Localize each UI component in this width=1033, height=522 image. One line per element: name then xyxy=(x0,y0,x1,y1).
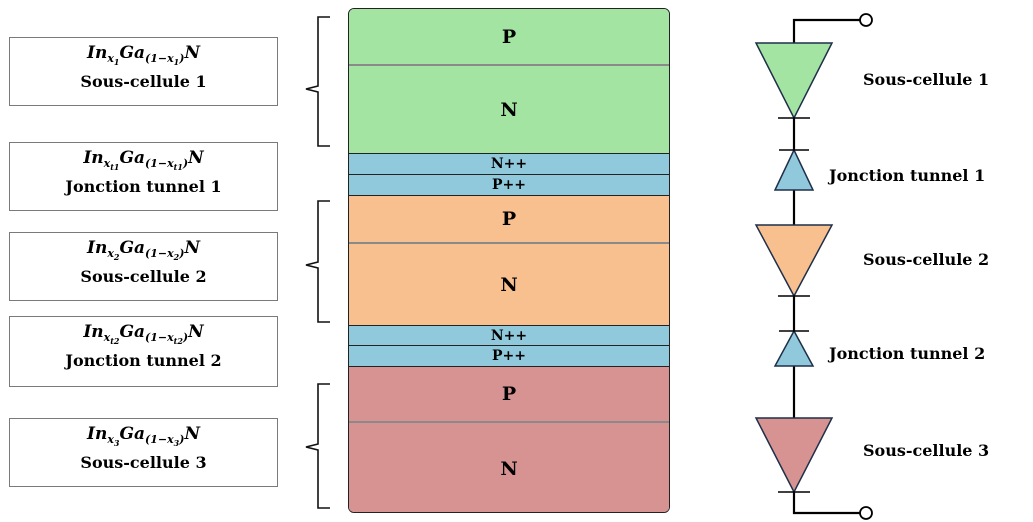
diode-cell3 xyxy=(754,417,834,494)
circuit-label-cell2: Sous-cellule 2 xyxy=(863,250,990,269)
layer-cell2-n: N xyxy=(349,244,669,326)
bracket-cell3 xyxy=(305,383,330,509)
name-cell1: Sous-cellule 1 xyxy=(80,71,207,91)
formula-tunnel2: Inxt2Ga(1−xt2)N xyxy=(83,322,204,347)
layer-stack: P N N++ P++ P N N++ P++ P N xyxy=(348,8,670,513)
label-box-cell2: Inx2Ga(1−x2)N Sous-cellule 2 xyxy=(9,232,278,301)
label-box-tunnel1: Inxt1Ga(1−xt1)N Jonction tunnel 1 xyxy=(9,142,278,211)
bracket-cell1 xyxy=(305,16,330,147)
top-terminal xyxy=(859,13,873,27)
circuit-label-cell3: Sous-cellule 3 xyxy=(863,441,990,460)
bottom-terminal xyxy=(859,506,873,520)
name-cell3: Sous-cellule 3 xyxy=(80,452,207,472)
label-box-cell1: Inx1Ga(1−x1)N Sous-cellule 1 xyxy=(9,37,278,106)
formula-tunnel1: Inxt1Ga(1−xt1)N xyxy=(83,148,204,173)
diode-tunnel1 xyxy=(773,148,815,191)
layer-cell1-p: P xyxy=(349,9,669,66)
diode-cell1 xyxy=(754,42,834,120)
formula-cell3: Inx3Ga(1−x3)N xyxy=(87,424,200,449)
layer-tunnel2-p: P++ xyxy=(349,346,669,367)
layer-cell2-p: P xyxy=(349,196,669,244)
layer-cell3-p: P xyxy=(349,367,669,423)
layer-cell1-n: N xyxy=(349,66,669,154)
label-box-cell3: Inx3Ga(1−x3)N Sous-cellule 3 xyxy=(9,418,278,487)
formula-cell2: Inx2Ga(1−x2)N xyxy=(87,238,200,263)
bracket-cell2 xyxy=(305,200,330,323)
wire-top xyxy=(792,18,860,43)
label-box-tunnel2: Inxt2Ga(1−xt2)N Jonction tunnel 2 xyxy=(9,316,278,387)
formula-cell1: Inx1Ga(1−x1)N xyxy=(87,43,200,68)
wire-bottom xyxy=(792,492,860,515)
name-tunnel1: Jonction tunnel 1 xyxy=(65,176,222,196)
layer-cell3-n: N xyxy=(349,423,669,512)
layer-tunnel2-n: N++ xyxy=(349,326,669,346)
diode-tunnel2 xyxy=(773,329,815,367)
diode-cell2 xyxy=(754,224,834,298)
name-cell2: Sous-cellule 2 xyxy=(80,266,207,286)
circuit-label-cell1: Sous-cellule 1 xyxy=(863,70,990,89)
name-tunnel2: Jonction tunnel 2 xyxy=(65,350,222,370)
layer-tunnel1-p: P++ xyxy=(349,175,669,196)
layer-tunnel1-n: N++ xyxy=(349,154,669,175)
circuit-label-tunnel2: Jonction tunnel 2 xyxy=(829,344,986,363)
circuit-label-tunnel1: Jonction tunnel 1 xyxy=(829,166,986,185)
